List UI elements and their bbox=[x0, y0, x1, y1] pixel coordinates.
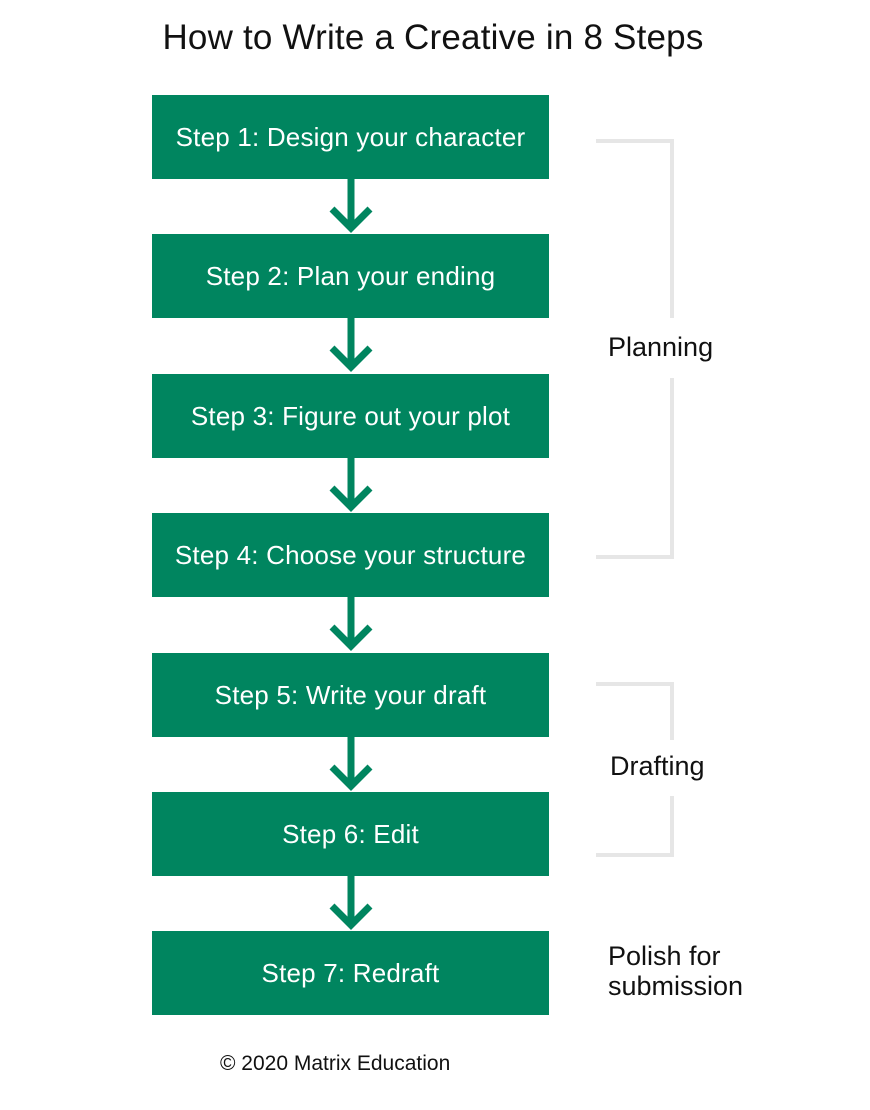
step-box-3: Step 3: Figure out your plot bbox=[152, 374, 549, 458]
step-box-2: Step 2: Plan your ending bbox=[152, 234, 549, 318]
down-arrow-icon bbox=[329, 458, 373, 512]
step-box-1: Step 1: Design your character bbox=[152, 95, 549, 179]
down-arrow-icon bbox=[329, 597, 373, 651]
group-label-planning: Planning bbox=[608, 332, 713, 362]
down-arrow-icon bbox=[329, 179, 373, 233]
step-box-5: Step 5: Write your draft bbox=[152, 653, 549, 737]
step-box-6: Step 6: Edit bbox=[152, 792, 549, 876]
down-arrow-icon bbox=[329, 737, 373, 791]
diagram-title: How to Write a Creative in 8 Steps bbox=[162, 18, 704, 57]
group-label-line: submission bbox=[608, 971, 744, 1001]
group-label-drafting: Drafting bbox=[610, 751, 705, 781]
group-label-line: Polish for bbox=[608, 941, 721, 971]
down-arrow-icon bbox=[329, 318, 373, 372]
step-box-7: Step 7: Redraft bbox=[152, 931, 549, 1015]
group-label-polish: Polish for submission bbox=[608, 941, 743, 1001]
down-arrow-icon bbox=[329, 876, 373, 930]
copyright-footer: © 2020 Matrix Education bbox=[220, 1052, 451, 1075]
step-box-4: Step 4: Choose your structure bbox=[152, 513, 549, 597]
group-label-line: Drafting bbox=[610, 751, 705, 781]
group-label-line: Planning bbox=[608, 332, 714, 362]
